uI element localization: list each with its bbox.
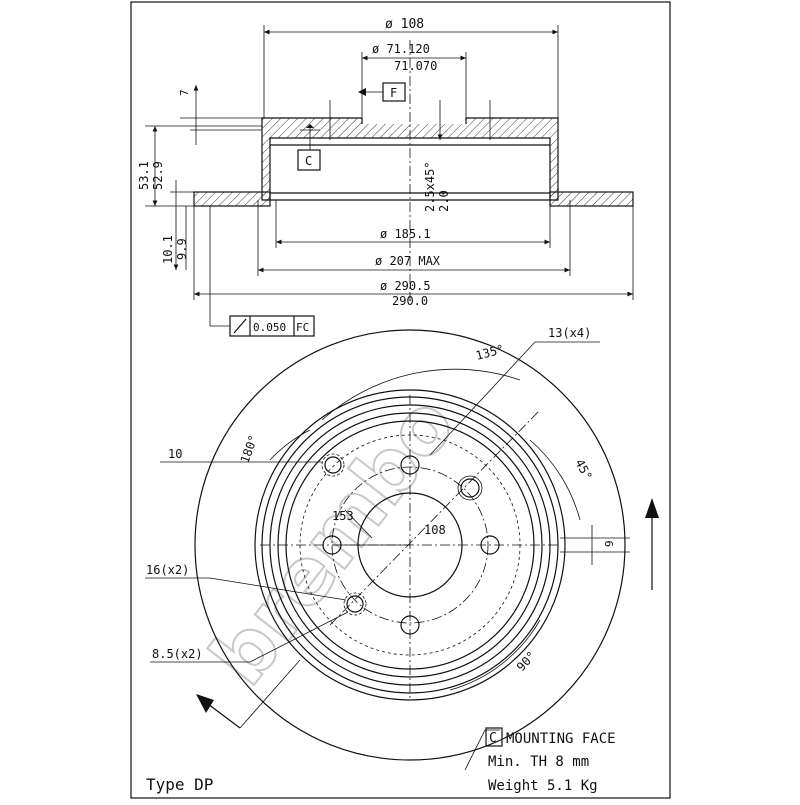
label-angle-180: 180° — [238, 433, 261, 465]
notes-block: C MOUNTING FACE Min. TH 8 mm Weight 5.1 … — [464, 727, 616, 794]
mounting-face-label: MOUNTING FACE — [506, 731, 616, 747]
bolt-hole-right — [480, 535, 500, 555]
dim-thick-upper: 10.1 — [161, 235, 175, 264]
mounting-key-box — [485, 727, 503, 747]
dim-d185: ø 185.1 — [380, 227, 431, 241]
type-label: Type DP — [146, 775, 213, 794]
section-arrow-left-icon — [196, 694, 214, 713]
tolerance-datum: FC — [296, 321, 309, 334]
label-10: 10 — [168, 447, 182, 461]
dim-d290-lower: 290.0 — [392, 294, 428, 308]
dim-d290-upper: ø 290.5 — [380, 279, 431, 293]
dim-outer-top: ø 108 — [385, 17, 424, 32]
label-9: 9 — [603, 540, 616, 547]
dim-hub-upper: ø 71.120 — [372, 42, 430, 56]
thread-hole-lower-left — [346, 595, 364, 613]
dim-left-7: 7 — [178, 89, 191, 96]
dim-pcd-108: 108 — [424, 523, 446, 537]
tolerance-frame — [229, 315, 315, 337]
bolt-hole-bottom — [400, 615, 420, 635]
datum-c-box — [297, 149, 321, 171]
thread-hole-upper-left — [324, 456, 342, 474]
label-angle-90: 90° — [514, 649, 539, 674]
label-angle-135: 135° — [474, 342, 506, 363]
bolt-hole-top — [400, 455, 420, 475]
dim-thick-lower: 9.9 — [175, 238, 189, 260]
min-thickness-label: Min. TH 8 mm — [488, 754, 589, 770]
dim-step-upper: 2.5x45° — [423, 161, 437, 212]
dim-pcd-153: 153 — [332, 509, 354, 523]
tolerance-value: 0.050 — [253, 321, 286, 334]
label-holes-85: 8.5(x2) — [152, 647, 203, 661]
front-view: 153 108 13(x4) 135° 10 180° 45° 9 16(x2) — [145, 326, 659, 761]
dim-height-lower: 52.9 — [151, 161, 165, 190]
datum-c-label: C — [305, 154, 312, 168]
drawing-frame — [130, 1, 671, 799]
weight-label: Weight 5.1 Kg — [488, 778, 598, 794]
datum-f-label: F — [390, 86, 397, 100]
section-arrow-right-icon — [645, 498, 659, 518]
dim-d207: ø 207 MAX — [375, 254, 441, 268]
dim-step-lower: 2.0 — [437, 190, 451, 212]
thread-hole-upper-right — [460, 478, 480, 498]
label-angle-45: 45° — [572, 457, 595, 483]
mounting-key: C — [489, 731, 497, 746]
label-holes-16: 16(x2) — [146, 563, 189, 577]
label-holes-13: 13(x4) — [548, 326, 591, 340]
datum-f-box — [382, 82, 406, 102]
friction-ring-left — [193, 191, 271, 207]
dim-hub-lower: 71.070 — [394, 59, 437, 73]
friction-ring-right — [549, 191, 634, 207]
section-view: ø 108 ø 71.120 71.070 F C 7 53.1 52.9 10… — [137, 17, 634, 337]
dim-height-upper: 53.1 — [137, 161, 151, 190]
